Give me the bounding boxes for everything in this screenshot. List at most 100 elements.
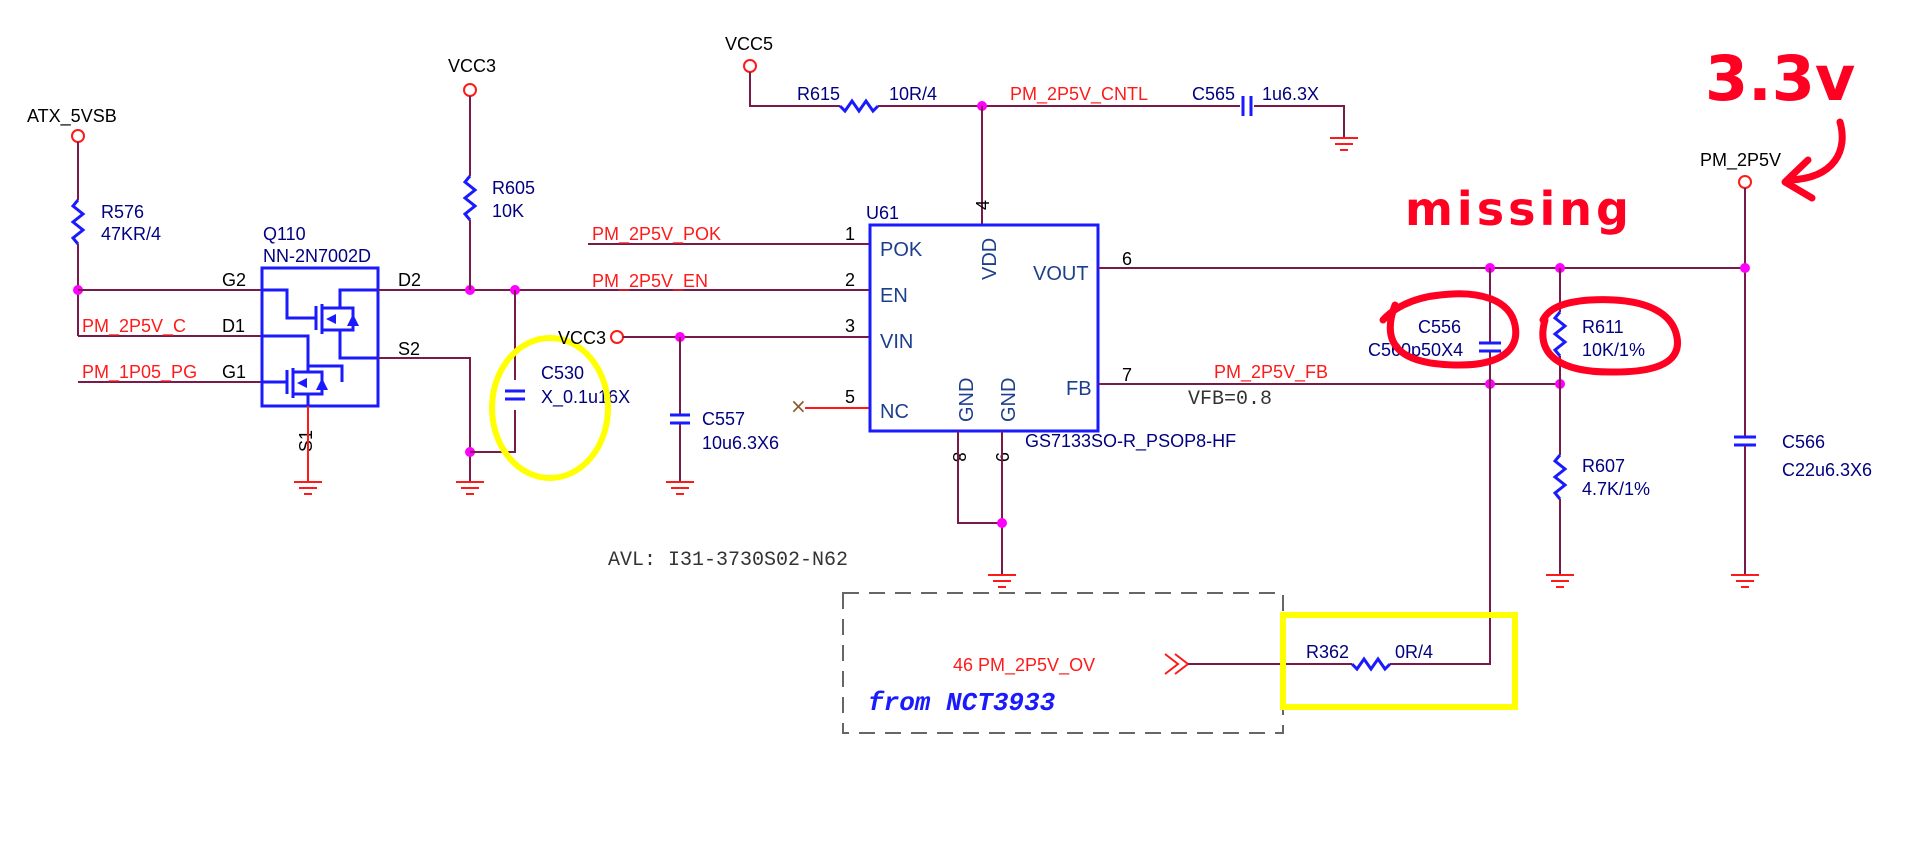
r611-resistor[interactable]: R611 10K/1% <box>1552 311 1645 360</box>
atx-5vsb-label: ATX_5VSB <box>27 106 117 127</box>
voltage-annotation: 3.3v <box>1705 42 1855 115</box>
pin-num-6: 6 <box>1122 249 1132 269</box>
wire <box>470 410 516 453</box>
resistor-icon <box>70 199 86 245</box>
q110-pin-d2: D2 <box>398 270 421 290</box>
wire <box>1390 662 1491 665</box>
vcc3-top-label: VCC3 <box>448 56 496 76</box>
source-lead <box>293 392 310 406</box>
pin-name-pok: POK <box>880 239 923 261</box>
pin-num-5: 5 <box>845 387 855 407</box>
wire <box>749 72 840 107</box>
q110-pin-g1: G1 <box>222 362 246 382</box>
no-connect-icon: × <box>790 394 807 418</box>
pin-num-2: 2 <box>845 270 855 290</box>
ground-symbol <box>1546 574 1574 588</box>
r576-value: 47KR/4 <box>101 224 161 244</box>
ground-symbol <box>1731 574 1759 588</box>
u61-regulator[interactable]: U61 POK EN VIN NC VDD VOUT FB GND GND 1 … <box>845 200 1236 462</box>
pin-num-7: 7 <box>1122 365 1132 385</box>
red-circle-c556 <box>1379 290 1520 369</box>
pin-name-nc: NC <box>880 401 909 423</box>
u61-value: GS7133SO-R_PSOP8-HF <box>1025 431 1236 452</box>
q110-ref: Q110 <box>263 224 306 244</box>
diode-lead <box>340 306 355 332</box>
r576-ref: R576 <box>101 202 144 222</box>
pin-name-vout: VOUT <box>1033 263 1089 285</box>
power-port-icon <box>1738 175 1752 189</box>
junction-dot <box>997 518 1007 528</box>
c557-ref: C557 <box>702 409 745 429</box>
r605-ref: R605 <box>492 178 535 198</box>
drain-lead <box>293 366 310 374</box>
q110-mosfet[interactable]: Q110 NN-2N7002D G2 D1 G1 D2 S2 S1 <box>222 224 421 452</box>
r362-ref: R362 <box>1306 642 1349 662</box>
ground-symbol <box>666 481 694 495</box>
ground-symbol <box>988 574 1016 588</box>
pin-name-en: EN <box>880 285 908 307</box>
r607-value: 4.7K/1% <box>1582 479 1650 499</box>
pin-name-gnd-9: GND <box>998 378 1020 422</box>
yellow-highlight-circle <box>489 335 611 481</box>
vcc3-vin-label: VCC3 <box>558 328 606 348</box>
r362-value: 0R/4 <box>1395 642 1433 662</box>
c530-capacitor[interactable]: C530 X_0.1u16X <box>505 363 630 408</box>
resistor-icon <box>1552 454 1568 500</box>
net-pm-2p5v-ov: 46 PM_2P5V_OV <box>953 655 1095 676</box>
vfb-note: VFB=0.8 <box>1188 388 1272 411</box>
r611-value: 10K/1% <box>1582 340 1645 360</box>
fet-arrow-icon <box>297 378 307 388</box>
q110-pin-s1: S1 <box>296 430 316 452</box>
red-arrow-icon <box>1781 118 1846 202</box>
r605-resistor[interactable]: R605 10K <box>462 175 535 221</box>
wire-s2 <box>378 357 471 482</box>
r576-resistor[interactable]: R576 47KR/4 <box>70 199 161 245</box>
pin-name-vin: VIN <box>880 331 913 353</box>
atx-5vsb-port: ATX_5VSB <box>27 106 117 143</box>
power-port-icon <box>743 59 757 73</box>
power-port-icon <box>71 129 85 143</box>
q110-pin-s2: S2 <box>398 339 420 359</box>
yellow-highlight-box <box>1280 612 1518 710</box>
c557-capacitor[interactable]: C557 10u6.3X6 <box>670 409 779 453</box>
net-pm-2p5v-en: PM_2P5V_EN <box>592 271 708 292</box>
missing-annotation: missing <box>1405 182 1633 236</box>
vcc3-vin-port: VCC3 <box>558 328 624 348</box>
power-port-icon <box>610 330 624 344</box>
r607-resistor[interactable]: R607 4.7K/1% <box>1552 454 1650 500</box>
vcc5-label: VCC5 <box>725 34 773 54</box>
wire-gnd8 <box>957 431 1002 524</box>
r611-ref: R611 <box>1582 317 1624 337</box>
ground-symbol <box>456 481 484 495</box>
pin-name-vdd: VDD <box>979 238 1001 280</box>
u61-body <box>868 223 1100 433</box>
pin-name-gnd-8: GND <box>956 378 978 422</box>
net-pm-2p5v-pok: PM_2P5V_POK <box>592 224 721 245</box>
red-circle-r611 <box>1539 296 1681 376</box>
c556-ref: C556 <box>1418 317 1461 337</box>
gate-lead <box>262 288 316 320</box>
net-pm-1p05-pg: PM_1P05_PG <box>82 362 197 383</box>
q110-pin-g2: G2 <box>222 270 246 290</box>
ground-symbol <box>294 481 322 495</box>
resistor-icon <box>1350 656 1392 672</box>
diode-lead <box>308 370 324 396</box>
fet-arrow-icon <box>326 314 336 324</box>
junction-dot <box>1740 263 1750 273</box>
r615-resistor[interactable]: R615 10R/4 <box>797 84 937 114</box>
q110-pin-d1: D1 <box>222 316 245 336</box>
avl-note: AVL: I31-3730S02-N62 <box>608 549 848 572</box>
pin-num-3: 3 <box>845 316 855 336</box>
q110-value: NN-2N7002D <box>263 246 371 266</box>
vcc5-port: VCC5 <box>725 34 773 73</box>
vcc3-top-port: VCC3 <box>448 56 496 97</box>
u61-ref: U61 <box>866 203 899 223</box>
c566-capacitor[interactable]: C566 C22u6.3X6 <box>1734 432 1872 480</box>
from-nct3933-note: from NCT3933 <box>868 688 1056 718</box>
r615-ref: R615 <box>797 84 840 104</box>
net-pm-2p5v-cntl: PM_2P5V_CNTL <box>1010 84 1148 105</box>
pm-2p5v-port: PM_2P5V <box>1700 150 1781 189</box>
c565-capacitor[interactable]: C565 1u6.3X <box>1192 84 1319 116</box>
c530-value: X_0.1u16X <box>541 387 630 408</box>
r362-resistor[interactable]: R362 0R/4 <box>1306 642 1433 672</box>
